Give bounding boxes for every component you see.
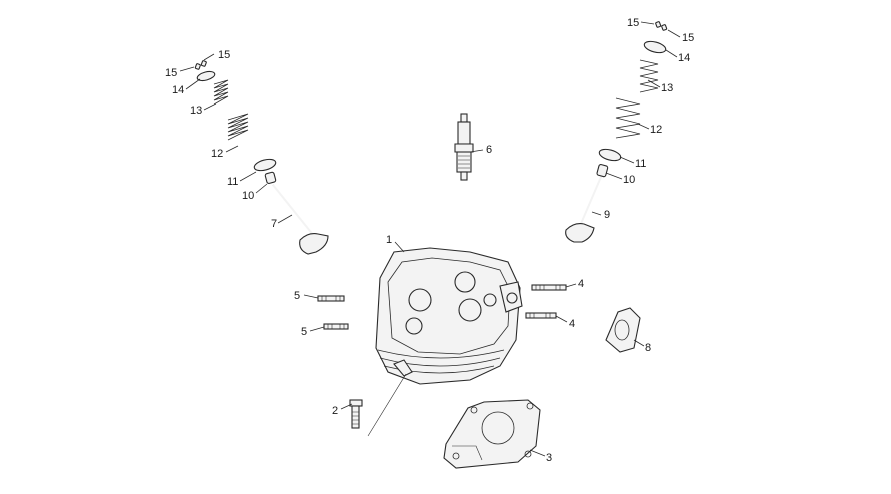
callout-15-right-right: 15 xyxy=(682,32,694,44)
right-spring-seat xyxy=(598,148,622,162)
stud-lower-right xyxy=(525,312,557,319)
cylinder-head xyxy=(375,247,523,385)
callout-12-right: 12 xyxy=(650,124,662,136)
callout-15-right-left: 15 xyxy=(627,17,639,29)
callout-13-right: 13 xyxy=(661,82,673,94)
right-valve-keepers xyxy=(655,21,668,31)
callout-13-left: 13 xyxy=(190,105,202,117)
left-spring-retainer xyxy=(196,70,216,82)
callout-10-left: 10 xyxy=(242,190,254,202)
right-valve-seal xyxy=(596,164,609,178)
right-valve-assembly xyxy=(565,21,668,243)
callout-14-left: 14 xyxy=(172,84,184,96)
right-inner-spring xyxy=(639,59,659,93)
callout-14-right: 14 xyxy=(678,52,690,64)
stud-lower-left xyxy=(323,323,349,330)
callout-11-left: 11 xyxy=(227,176,238,188)
callout-7: 7 xyxy=(271,218,277,230)
head-gasket xyxy=(443,399,541,469)
guide-line xyxy=(367,373,407,437)
left-valve-seal xyxy=(264,171,277,184)
callout-5-upper: 5 xyxy=(294,290,300,302)
callout-2: 2 xyxy=(332,405,338,417)
callout-6: 6 xyxy=(486,144,492,156)
callout-labels: 1 2 3 4 4 5 5 6 7 8 9 10 10 11 11 12 12 … xyxy=(165,17,694,464)
leader-lines xyxy=(179,21,681,457)
right-outer-spring xyxy=(615,97,641,139)
left-valve-assembly xyxy=(194,60,329,255)
left-valve-keepers xyxy=(194,60,207,70)
port-gasket xyxy=(605,307,641,353)
left-outer-spring xyxy=(227,113,249,141)
spark-plug xyxy=(454,113,474,181)
callout-10-right: 10 xyxy=(623,174,635,186)
left-spring-seat xyxy=(253,158,277,172)
left-valve xyxy=(272,184,329,255)
callout-1: 1 xyxy=(386,234,392,246)
stud-upper-right xyxy=(531,284,567,291)
callout-12-left: 12 xyxy=(211,148,223,160)
right-valve xyxy=(565,176,602,243)
callout-3: 3 xyxy=(546,452,552,464)
callout-15-left-lower: 15 xyxy=(165,67,177,79)
callout-5-lower: 5 xyxy=(301,326,307,338)
callout-4-upper: 4 xyxy=(578,278,584,290)
flange-bolt xyxy=(349,399,363,429)
right-spring-retainer xyxy=(643,40,667,54)
callout-9: 9 xyxy=(604,209,610,221)
stud-upper-left xyxy=(317,295,345,302)
callout-4-lower: 4 xyxy=(569,318,575,330)
callout-8: 8 xyxy=(645,342,651,354)
callout-15-left-upper: 15 xyxy=(218,49,230,61)
callout-11-right: 11 xyxy=(635,158,646,170)
left-inner-spring xyxy=(213,79,229,105)
